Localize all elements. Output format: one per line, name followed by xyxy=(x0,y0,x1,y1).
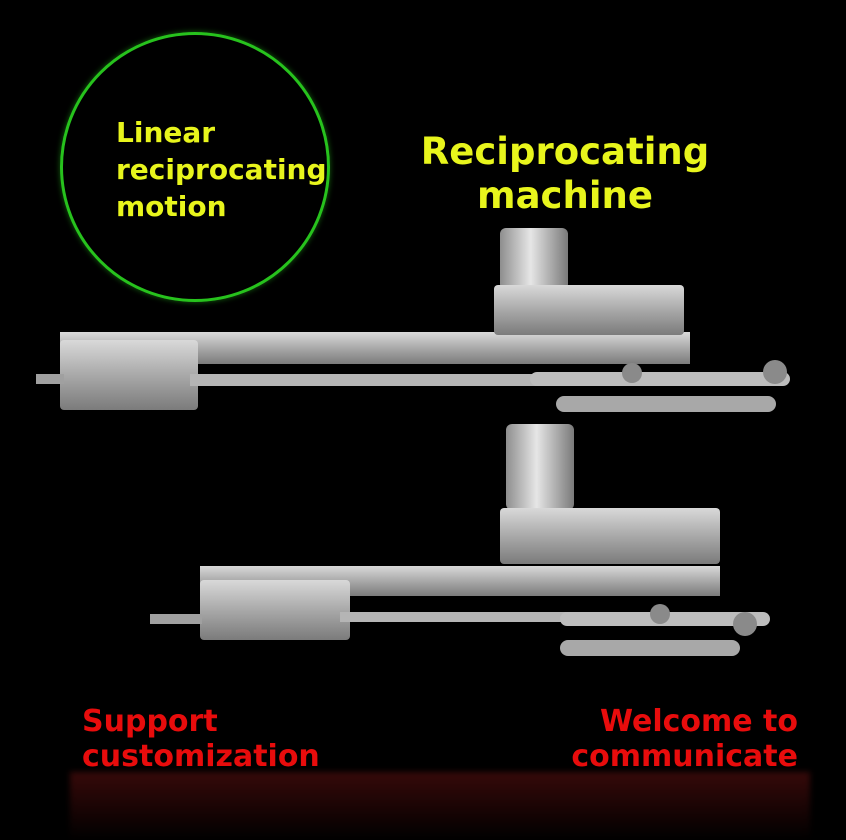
upper-crank-pin xyxy=(763,360,787,384)
badge-line-3: motion xyxy=(116,190,227,223)
lower-pivot xyxy=(650,604,670,624)
support-customization-text: Support customization xyxy=(82,704,320,774)
red-reflection xyxy=(70,772,810,840)
footer-right-line-2: communicate xyxy=(571,739,798,774)
lower-rod-end xyxy=(560,640,740,656)
title-line-2: machine xyxy=(477,174,653,217)
upper-push-rod xyxy=(190,374,540,386)
badge-text: Linear reciprocating motion xyxy=(116,114,327,225)
lower-motor xyxy=(506,424,574,510)
lower-end-bolt xyxy=(150,614,202,624)
welcome-text: Welcome to communicate xyxy=(570,704,798,774)
upper-link-arm xyxy=(530,372,790,386)
product-title: Reciprocating machine xyxy=(420,130,710,218)
footer-left-line-1: Support xyxy=(82,704,218,739)
upper-end-bolt xyxy=(36,374,64,384)
upper-motor xyxy=(500,228,568,290)
title-line-1: Reciprocating xyxy=(420,130,710,173)
footer-right-line-1: Welcome to xyxy=(599,704,798,739)
lower-push-rod xyxy=(340,612,580,622)
upper-carriage xyxy=(60,340,198,410)
badge-line-1: Linear xyxy=(116,116,216,149)
lower-carriage xyxy=(200,580,350,640)
footer-left-line-2: customization xyxy=(82,739,320,774)
upper-gearbox xyxy=(494,285,684,335)
lower-actuator xyxy=(150,424,770,656)
badge-line-2: reciprocating xyxy=(116,153,327,186)
green-circle-badge xyxy=(60,32,330,302)
lower-crank-pin xyxy=(733,612,757,636)
upper-rod-end xyxy=(556,396,776,412)
upper-actuator xyxy=(36,228,790,412)
upper-pivot xyxy=(622,363,642,383)
lower-gearbox xyxy=(500,508,720,564)
